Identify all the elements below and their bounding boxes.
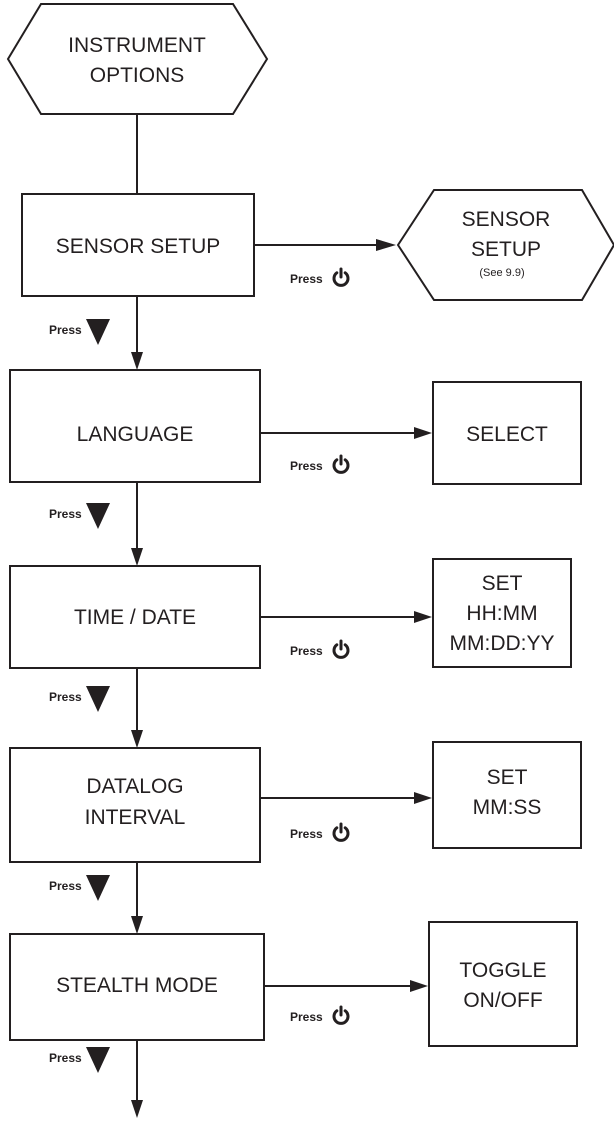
connectors bbox=[131, 114, 432, 1118]
arrowhead-right bbox=[414, 611, 432, 623]
arrowhead-down bbox=[131, 548, 143, 566]
arrowhead-right bbox=[414, 792, 432, 804]
menu-box bbox=[9, 933, 265, 1041]
action-line-1: SENSOR bbox=[462, 208, 551, 231]
action-set-time-date: SET HH:MM MM:DD:YY bbox=[432, 558, 572, 668]
power-icon bbox=[332, 822, 350, 842]
menu-label-line-1: DATALOG bbox=[86, 775, 183, 798]
press-power-label: Press bbox=[290, 1005, 350, 1025]
action-note: (See 9.9) bbox=[479, 267, 524, 279]
action-line-2: SETUP bbox=[471, 238, 541, 261]
press-power-label: Press bbox=[290, 639, 350, 659]
press-down-label: Press bbox=[49, 875, 110, 901]
action-toggle: TOGGLE ON/OFF bbox=[428, 921, 578, 1047]
action-line-1: TOGGLE bbox=[459, 959, 546, 982]
action-line-1: SELECT bbox=[466, 423, 548, 446]
menu-item-time-date: TIME / DATE bbox=[9, 565, 261, 669]
arrowhead-down bbox=[131, 916, 143, 934]
press-text: Press bbox=[290, 1010, 323, 1024]
menu-box bbox=[21, 193, 255, 297]
action-set-interval: SET MM:SS bbox=[432, 741, 582, 849]
action-box bbox=[432, 558, 572, 668]
menu-label: SENSOR SETUP bbox=[56, 235, 221, 258]
action-line-3: MM:DD:YY bbox=[450, 632, 555, 655]
arrowhead-right bbox=[414, 427, 432, 439]
press-text: Press bbox=[290, 644, 323, 658]
menu-item-datalog-interval: DATALOG INTERVAL bbox=[9, 747, 261, 863]
action-line-2: MM:SS bbox=[473, 796, 542, 819]
press-text: Press bbox=[49, 323, 82, 337]
down-triangle-icon bbox=[86, 686, 110, 712]
menu-box bbox=[9, 565, 261, 669]
action-line-2: ON/OFF bbox=[463, 989, 542, 1012]
menu-item-stealth-mode: STEALTH MODE bbox=[9, 933, 265, 1041]
action-line-1: SET bbox=[482, 572, 523, 595]
arrowhead-down bbox=[131, 730, 143, 748]
down-triangle-icon bbox=[86, 875, 110, 901]
down-triangle-icon bbox=[86, 503, 110, 529]
title-line-1: INSTRUMENT bbox=[68, 34, 206, 57]
press-down-label: Press bbox=[49, 686, 110, 712]
arrowhead-right bbox=[410, 980, 428, 992]
menu-item-language: LANGUAGE bbox=[9, 369, 261, 483]
press-text: Press bbox=[290, 827, 323, 841]
menu-label: LANGUAGE bbox=[77, 423, 194, 446]
power-icon bbox=[332, 639, 350, 659]
arrowhead-down bbox=[131, 352, 143, 370]
action-select: SELECT bbox=[432, 381, 582, 485]
action-box bbox=[432, 741, 582, 849]
press-down-label: Press bbox=[49, 1047, 110, 1073]
press-text: Press bbox=[49, 690, 82, 704]
action-line-2: HH:MM bbox=[466, 602, 537, 625]
power-icon bbox=[332, 454, 350, 474]
press-text: Press bbox=[49, 1051, 82, 1065]
down-triangle-icon bbox=[86, 1047, 110, 1073]
down-triangle-icon bbox=[86, 319, 110, 345]
press-down-label: Press bbox=[49, 503, 110, 529]
title-line-2: OPTIONS bbox=[90, 64, 185, 87]
power-icon bbox=[332, 267, 350, 287]
power-icon bbox=[332, 1005, 350, 1025]
action-box bbox=[432, 381, 582, 485]
press-text: Press bbox=[290, 272, 323, 286]
arrowhead-right bbox=[376, 239, 396, 251]
menu-label: STEALTH MODE bbox=[56, 974, 218, 997]
title-node: INSTRUMENT OPTIONS bbox=[6, 3, 269, 115]
press-text: Press bbox=[49, 507, 82, 521]
press-down-label: Press bbox=[49, 319, 110, 345]
press-power-label: Press bbox=[290, 822, 350, 842]
press-text: Press bbox=[49, 879, 82, 893]
menu-label: TIME / DATE bbox=[74, 606, 196, 629]
title-hexagon bbox=[6, 3, 269, 115]
action-hexagon bbox=[396, 189, 614, 301]
press-text: Press bbox=[290, 459, 323, 473]
menu-item-sensor-setup: SENSOR SETUP bbox=[21, 193, 255, 297]
arrowhead-down bbox=[131, 1100, 143, 1118]
press-power-label: Press bbox=[290, 267, 350, 287]
menu-box bbox=[9, 747, 261, 863]
action-box bbox=[428, 921, 578, 1047]
menu-box bbox=[9, 369, 261, 483]
action-line-1: SET bbox=[487, 766, 528, 789]
press-power-label: Press bbox=[290, 454, 350, 474]
menu-label-line-2: INTERVAL bbox=[85, 806, 186, 829]
action-sensor-setup: SENSOR SETUP (See 9.9) bbox=[396, 189, 614, 301]
